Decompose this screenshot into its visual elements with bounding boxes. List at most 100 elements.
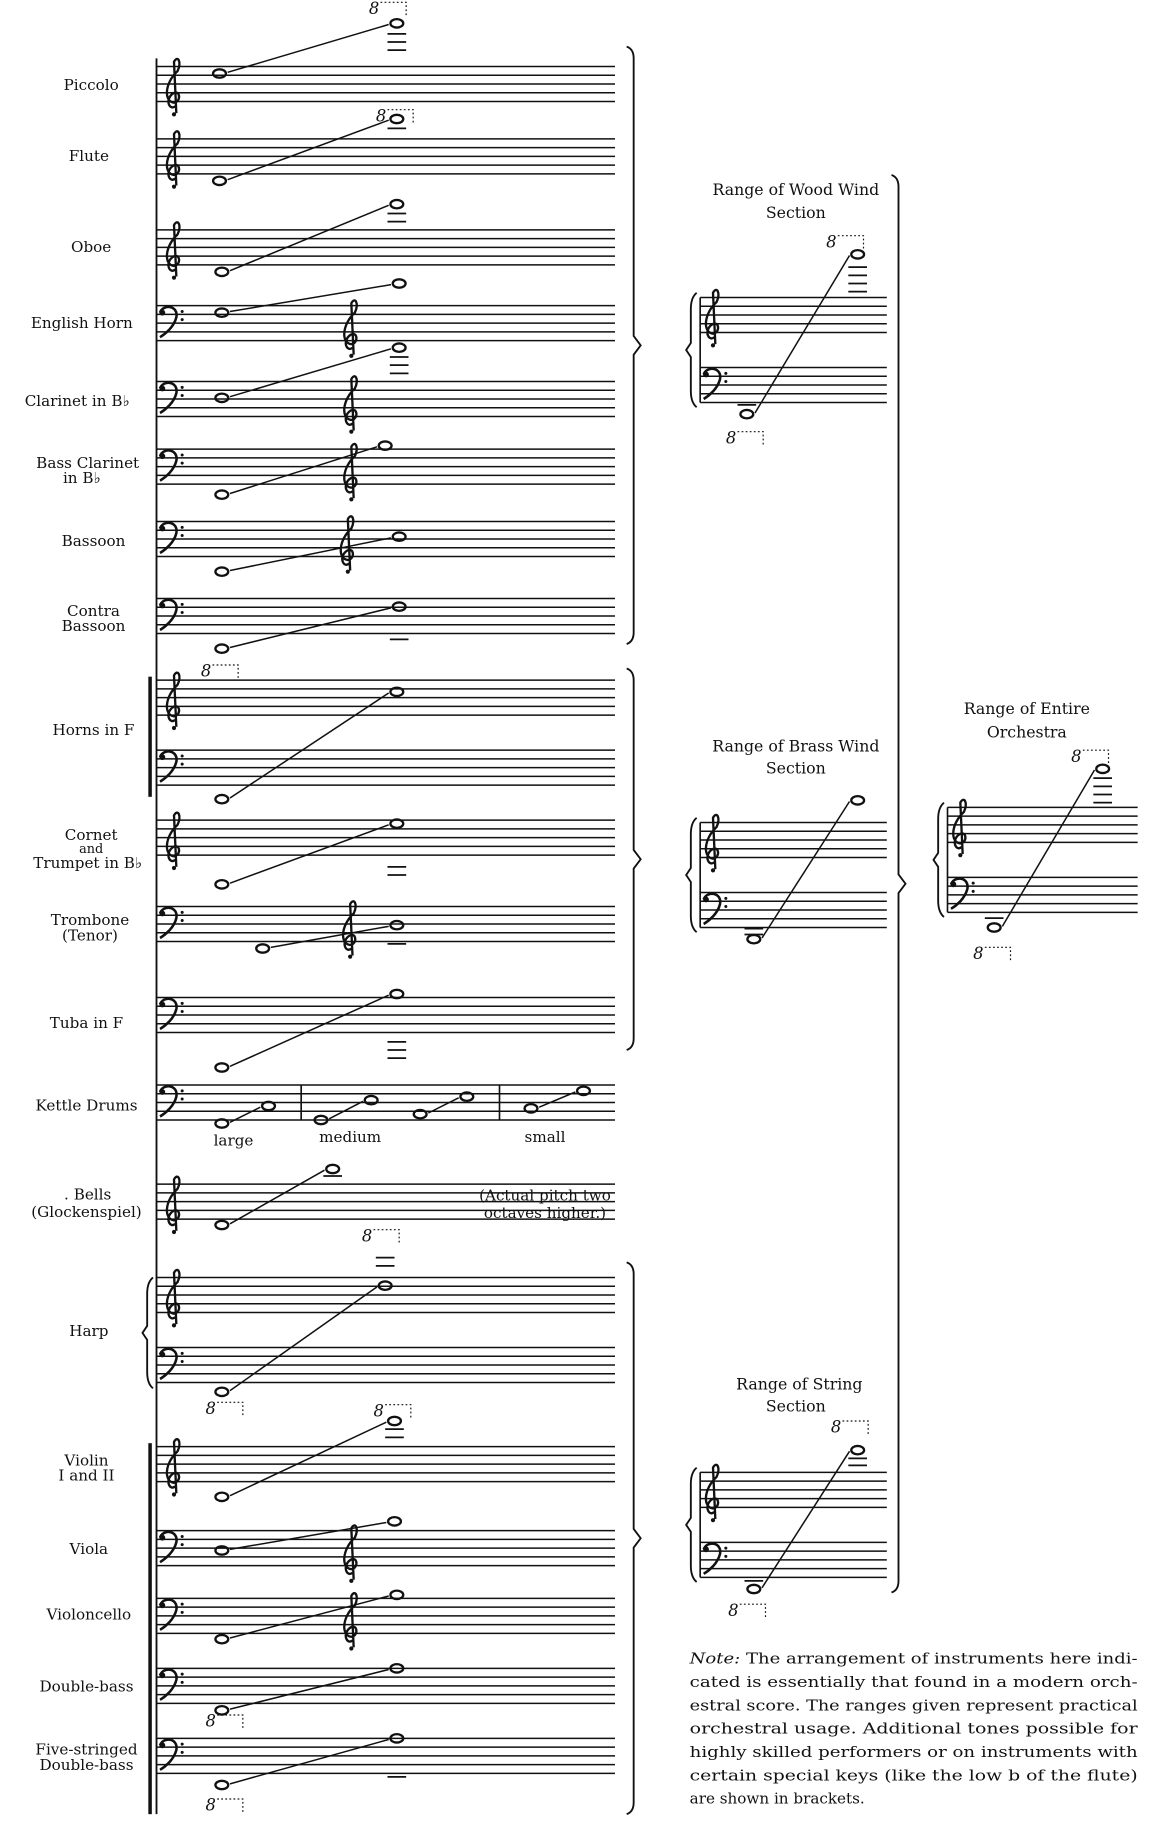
bass-clef-dot <box>180 1672 184 1676</box>
label-bells: . Bells <box>64 1185 111 1203</box>
woodwind-treble-staff <box>700 296 887 334</box>
whole-note-icon <box>389 1732 405 1744</box>
bass-clef-dot <box>180 385 184 389</box>
instrument-staff <box>156 304 616 342</box>
kettle-small: small <box>525 1128 566 1146</box>
string-title: Range of String <box>736 1375 862 1394</box>
range-line <box>229 204 389 272</box>
label-trombone-2: (Tenor) <box>62 926 118 944</box>
bass-clef-dot <box>180 1680 184 1684</box>
bass-clef-head <box>950 881 957 888</box>
treble-clef-dot <box>349 1646 354 1651</box>
whole-note-icon <box>850 1444 866 1456</box>
treble-clef-icon <box>952 798 967 855</box>
label-viola: Viola <box>69 1540 109 1558</box>
bass-clef-dot <box>180 1610 184 1614</box>
label-oboe: Oboe <box>71 238 111 256</box>
whole-note-icon <box>260 1100 277 1112</box>
bass-clef-head <box>159 1672 166 1679</box>
bass-clef-head <box>159 1602 166 1609</box>
instrument-staff <box>156 1346 616 1384</box>
range-line <box>538 1091 576 1108</box>
footnote-line-6: certain special keys (like the low b of … <box>690 1766 1138 1784</box>
treble-clef-icon <box>165 1438 181 1494</box>
whole-note-icon <box>850 794 866 806</box>
instrument-staff <box>156 679 616 716</box>
bass-clef-icon <box>158 1085 178 1118</box>
bass-clef-dot <box>180 1602 184 1606</box>
label-bass-clarinet: Bass Clarinet <box>36 454 139 472</box>
whole-note-icon <box>523 1102 539 1114</box>
range-line <box>427 1097 460 1114</box>
whole-note-icon <box>214 878 230 890</box>
bass-clef-dot <box>180 602 184 606</box>
range-line <box>229 283 392 313</box>
range-line <box>229 692 390 799</box>
string-brace <box>685 1466 698 1583</box>
bass-clef-head <box>159 1742 166 1749</box>
whole-note-icon <box>389 113 405 125</box>
bass-clef-dot <box>180 1089 184 1093</box>
whole-note-icon <box>255 943 271 954</box>
treble-clef-dot <box>348 954 353 959</box>
orchestra-bass-staff <box>947 876 1138 914</box>
octave-bracket <box>212 664 239 679</box>
bass-clef-icon <box>158 750 178 783</box>
instrument-staff <box>156 65 616 103</box>
bass-clef-head <box>159 309 166 316</box>
instrument-staff <box>156 1276 616 1314</box>
brass-brace <box>626 667 642 1051</box>
whole-note-icon <box>214 392 230 404</box>
whole-note-icon <box>214 1779 230 1791</box>
bass-clef-dot <box>724 371 728 375</box>
orchestra-brace <box>932 801 945 918</box>
treble-clef-icon <box>343 1524 358 1580</box>
whole-note-icon <box>850 248 866 260</box>
bass-clef-icon <box>158 1738 178 1771</box>
bass-clef-dot <box>180 1359 184 1364</box>
bass-clef-dot <box>724 379 728 384</box>
whole-note-icon <box>386 1415 403 1427</box>
bass-clef-icon <box>702 1542 722 1575</box>
label-contra-bassoon: Contra <box>67 602 120 620</box>
bass-clef-dot <box>180 525 184 529</box>
whole-note-icon <box>389 198 405 210</box>
whole-note-icon <box>746 1583 762 1595</box>
whole-note-icon <box>214 266 230 278</box>
treble-clef-dot <box>349 497 354 502</box>
treble-clef-icon <box>165 811 181 867</box>
range-line <box>229 537 392 572</box>
range-line <box>761 801 851 939</box>
whole-note-icon <box>575 1085 592 1097</box>
bass-clef-dot <box>180 461 184 465</box>
treble-clef-icon <box>165 130 181 186</box>
brass-brace <box>685 817 698 933</box>
treble-clef-icon <box>165 221 181 277</box>
label-flute: Flute <box>69 147 109 165</box>
instrument-staff <box>156 1529 616 1567</box>
octave-bracket <box>984 946 1012 962</box>
treble-clef-dot <box>349 1578 354 1583</box>
octave-mark: 8 <box>206 1399 216 1418</box>
treble-clef-dot <box>171 1229 177 1235</box>
bass-clef-dot <box>180 1001 184 1005</box>
label-violin-2: I and II <box>58 1467 114 1485</box>
range-line <box>270 925 389 949</box>
whole-note-icon <box>211 68 228 79</box>
footnote-line-7: are shown in brackets. <box>690 1790 865 1808</box>
instrument-staff <box>156 1737 616 1775</box>
octave-bracket <box>739 1603 767 1619</box>
octave-mark: 8 <box>826 232 836 251</box>
treble-clef-dot <box>349 353 354 358</box>
woodwind-title-2: Section <box>766 203 826 222</box>
bass-clef-icon <box>702 892 722 926</box>
bells-pitch-note: (Actual pitch two octaves higher.) <box>479 1187 611 1223</box>
range-line <box>229 446 378 495</box>
treble-clef-dot <box>171 275 177 280</box>
treble-clef-dot <box>958 853 963 858</box>
bass-clef-dot <box>180 1543 184 1547</box>
bass-clef-icon <box>949 877 969 910</box>
octave-bracket <box>737 431 764 446</box>
treble-clef-icon <box>339 515 355 571</box>
octave-bracket <box>380 1 407 17</box>
